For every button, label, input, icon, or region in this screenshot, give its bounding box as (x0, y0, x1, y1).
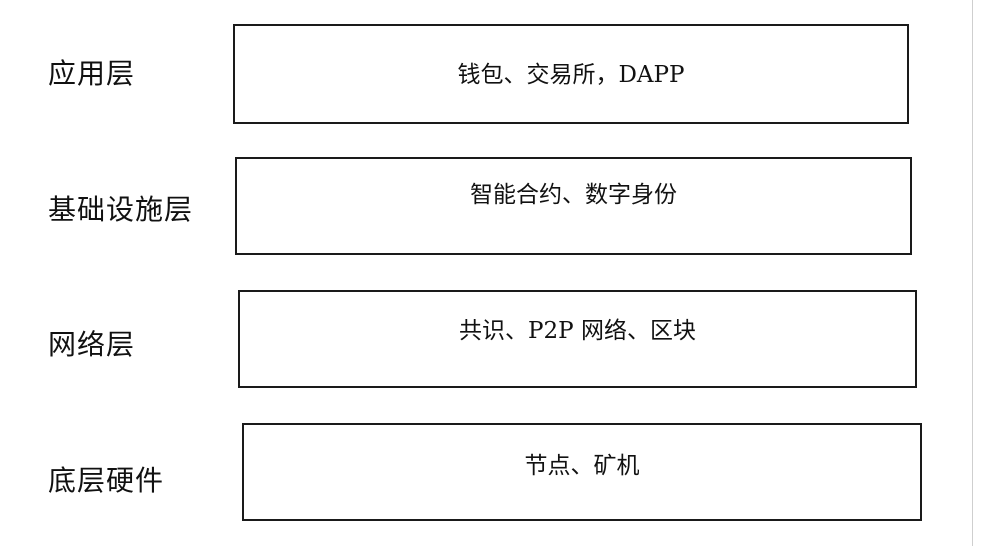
layer-label-application: 应用层 (48, 57, 136, 90)
page-edge-divider (972, 0, 973, 546)
layer-label-hardware: 底层硬件 (48, 464, 165, 497)
layer-box-infrastructure: 智能合约、数字身份 (235, 157, 912, 255)
layer-box-application: 钱包、交易所，DAPP (233, 24, 909, 124)
layer-content-application: 钱包、交易所，DAPP (457, 62, 685, 88)
layer-content-hardware: 节点、矿机 (524, 453, 640, 479)
layer-content-network: 共识、P2P 网络、区块 (459, 318, 696, 344)
layer-box-hardware: 节点、矿机 (242, 423, 922, 521)
layer-label-infrastructure: 基础设施层 (48, 193, 194, 226)
layer-box-network: 共识、P2P 网络、区块 (238, 290, 917, 388)
layer-label-network: 网络层 (48, 328, 136, 361)
layer-content-infrastructure: 智能合约、数字身份 (470, 182, 677, 208)
